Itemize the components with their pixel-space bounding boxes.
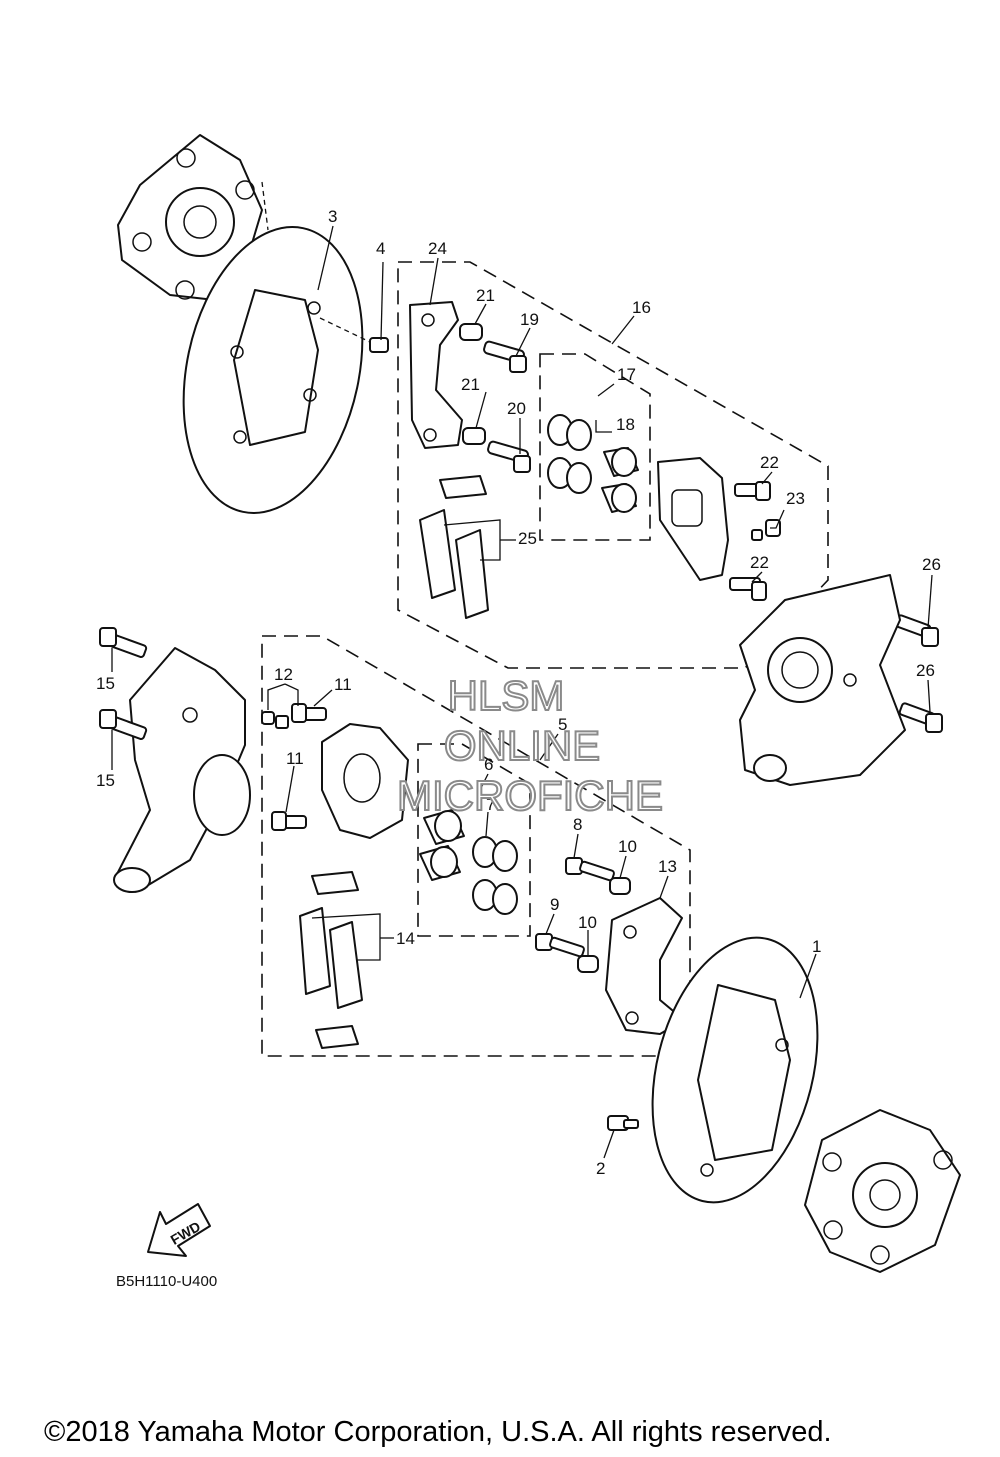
bolt-26-lower [898,702,943,733]
callout-11-upper: 11 [334,675,352,694]
seal-rings-6 [472,836,518,915]
callout-25: 25 [518,529,537,548]
bolt-22-upper [734,481,771,501]
callout-26-upper: 26 [922,555,941,574]
hub-lower [804,1109,961,1273]
pad-spring-upper [439,475,487,499]
pad-spring-lower-upper [311,871,359,895]
bolt-22-lower [729,577,767,601]
pin-bolt-9 [535,933,585,958]
callout-10-upper: 10 [618,837,637,856]
seal-rings-17 [547,414,592,494]
caliper-bracket-13 [605,897,685,1035]
watermark-line2: ONLINE [444,722,600,769]
callout-3: 3 [328,207,337,226]
callout-23: 23 [786,489,805,508]
leader-lines [111,225,933,1159]
callout-5: 5 [558,715,567,734]
pistons-18 [601,447,639,513]
callout-11-lower: 11 [286,749,304,768]
diagram-code: B5H1110-U400 [116,1273,217,1290]
bleed-valve-12 [261,711,289,729]
callout-21-lower: 21 [461,375,480,394]
callout-7: 7 [486,795,495,814]
callout-2: 2 [596,1159,605,1178]
bolt-15-upper [99,627,148,658]
bolt-11-lower [271,811,307,831]
callout-16: 16 [632,298,651,317]
callout-labels: 3 4 24 21 19 16 17 21 20 18 22 23 25 22 … [96,207,941,1178]
callout-12: 12 [274,665,293,684]
pin-bolt-8 [565,857,615,882]
callout-1: 1 [812,937,821,956]
brake-disc-upper [182,226,364,514]
callout-10-lower: 10 [578,913,597,932]
fwd-arrow-icon: FWD [147,1203,211,1257]
callout-18: 18 [616,415,635,434]
group-box-caliper-16 [397,261,829,669]
callout-24: 24 [428,239,447,258]
brake-disc-lower [651,936,819,1204]
callout-6: 6 [484,755,493,774]
callout-15-upper: 15 [96,674,115,693]
callout-13: 13 [658,857,677,876]
boot-21-upper [459,323,483,341]
callout-15-lower: 15 [96,771,115,790]
callout-22-lower: 22 [750,553,769,572]
callout-19: 19 [520,310,539,329]
callout-21-upper: 21 [476,286,495,305]
caliper-bracket-24 [409,301,463,449]
callout-20: 20 [507,399,526,418]
knuckle-right [739,574,906,786]
callout-22-upper: 22 [760,453,779,472]
pin-bolt-20 [487,440,531,473]
callout-9: 9 [550,895,559,914]
group-box-seal-kit-6 [417,743,531,937]
disc-screw-2 [607,1115,639,1131]
bolt-11-upper [291,703,327,723]
boot-10-lower [577,955,599,973]
boot-21-lower [462,427,486,445]
copyright-notice: ©2018 Yamaha Motor Corporation, U.S.A. A… [44,1416,832,1448]
brake-pads-25 [419,509,489,619]
callout-26-lower: 26 [916,661,935,680]
group-box-caliper-5 [261,635,691,1057]
knuckle-left [113,647,251,893]
boot-10-upper [609,877,631,895]
pad-spring-lower-lower [315,1025,359,1049]
callout-4: 4 [376,239,385,258]
brake-pads-14 [299,907,363,1009]
bolt-26-upper [894,614,939,647]
watermark-line1: HLSM [448,672,565,719]
disc-screw-4 [319,317,389,353]
watermark: HLSM ONLINE MICROFICHE [396,671,664,820]
pin-bolt-19 [483,340,527,373]
callout-17: 17 [617,365,636,384]
bleed-valve-23 [751,519,781,541]
bolt-15-lower [99,709,148,740]
hub-upper [117,134,269,301]
pistons-7 [419,809,465,881]
caliper-body-lower [321,723,409,839]
callout-8: 8 [573,815,582,834]
group-box-seal-kit-17 [539,353,651,541]
caliper-body-upper [657,457,729,581]
callout-14: 14 [396,929,415,948]
watermark-line3: MICROFICHE [397,772,663,819]
